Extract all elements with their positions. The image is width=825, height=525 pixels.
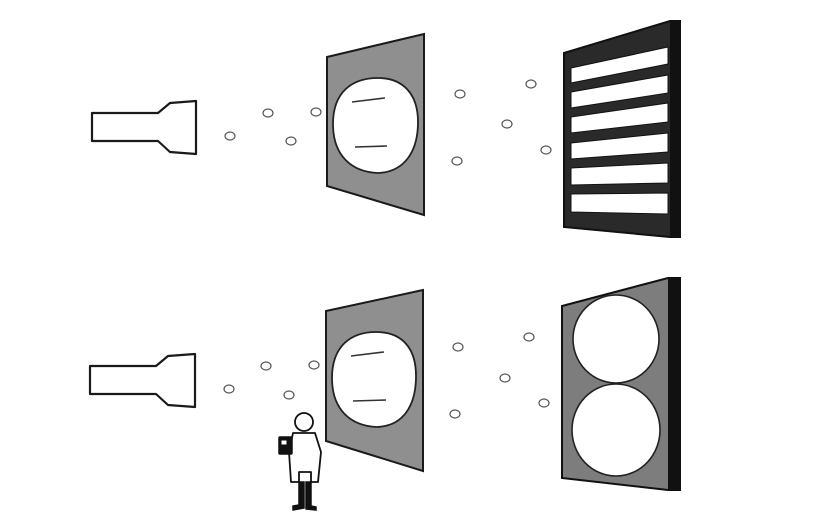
particle xyxy=(260,361,272,371)
detection-blob-lower xyxy=(571,383,661,477)
interference-stripe xyxy=(570,46,669,84)
flashlight-icon xyxy=(90,99,198,156)
double-slit-plate xyxy=(326,32,425,217)
interference-stripe xyxy=(570,162,669,186)
slit-mark-lower xyxy=(354,145,388,148)
particle xyxy=(449,409,461,419)
observer-legs xyxy=(292,481,317,511)
interference-stripe xyxy=(570,74,669,109)
particle xyxy=(451,156,463,166)
particle xyxy=(308,360,320,370)
particles-barrier-to-screen xyxy=(449,332,550,419)
particle xyxy=(310,107,322,117)
observer-coat xyxy=(288,432,322,483)
particles-source-to-barrier xyxy=(223,360,320,400)
screen-edge xyxy=(670,21,680,237)
slit-mark-upper xyxy=(350,351,385,357)
particle xyxy=(523,332,535,342)
observer-device-lens xyxy=(280,439,288,446)
observer-head xyxy=(294,412,314,432)
interference-stripe xyxy=(570,192,669,215)
detection-screen-stripes xyxy=(563,20,681,238)
particle xyxy=(499,373,511,383)
slit-opening xyxy=(332,77,419,174)
screen-edge xyxy=(668,278,680,490)
particle xyxy=(262,108,274,118)
experiment-row-bottom xyxy=(88,277,681,511)
particle xyxy=(223,384,235,394)
experiment-row-top xyxy=(90,20,681,238)
particle xyxy=(525,79,537,89)
particle xyxy=(540,145,552,155)
slit-mark-lower xyxy=(352,399,387,402)
interference-stripe xyxy=(570,132,669,160)
particle xyxy=(501,119,513,129)
particle xyxy=(538,398,550,408)
flashlight-icon xyxy=(88,352,197,409)
particle xyxy=(285,136,297,146)
slit-mark-upper xyxy=(351,97,386,103)
particle xyxy=(452,342,464,352)
interference-stripe xyxy=(570,102,669,134)
particle xyxy=(454,89,466,99)
observer-person xyxy=(278,412,322,511)
particles-source-to-barrier xyxy=(224,107,322,146)
detection-blob-upper xyxy=(572,294,660,384)
detection-screen-blobs xyxy=(561,277,681,491)
particles-barrier-to-screen xyxy=(451,79,552,166)
particle xyxy=(283,390,295,400)
slit-opening xyxy=(331,331,417,428)
double-slit-plate xyxy=(325,288,424,473)
particle xyxy=(224,131,236,141)
